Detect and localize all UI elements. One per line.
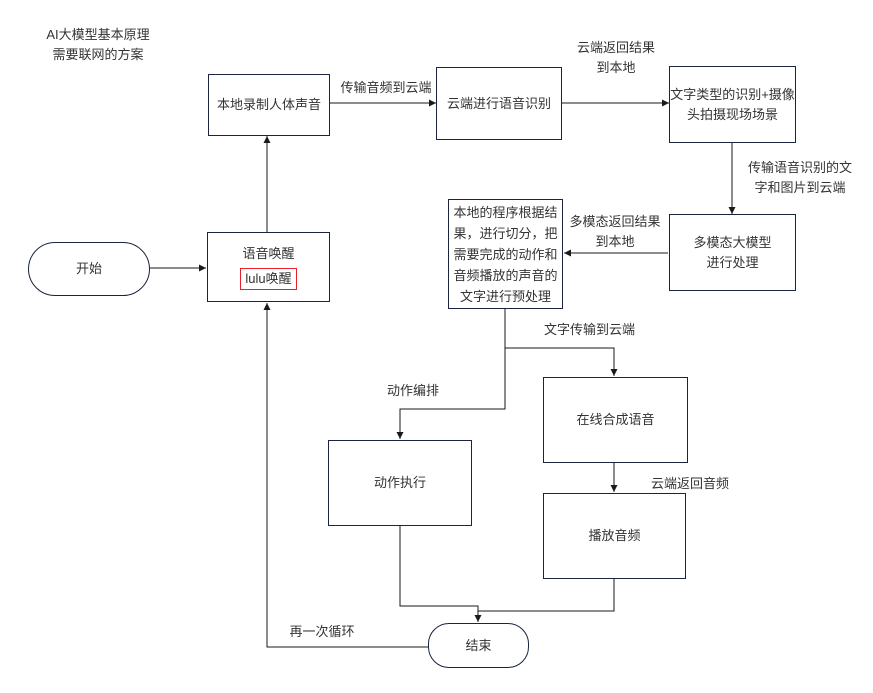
- node-text-recognition: 文字类型的识别+摄像头拍摄现场场景: [669, 66, 796, 143]
- edge-label-cloud-return-result: 云端返回结果 到本地: [576, 40, 655, 75]
- node-multimodal-model-label: 多模态大模型 进行处理: [693, 234, 772, 270]
- edge-label-text-to-cloud: 文字传输到云端: [543, 322, 635, 337]
- node-play-audio: 播放音频: [543, 493, 686, 579]
- node-end-label: 结束: [465, 637, 492, 653]
- node-play-audio-label: 播放音频: [588, 528, 641, 543]
- node-online-tts: 在线合成语音: [543, 377, 688, 463]
- diagram-title: AI大模型基本原理 需要联网的方案: [46, 27, 150, 62]
- node-action-exec-label: 动作执行: [373, 475, 426, 490]
- node-record-voice-label: 本地录制人体声音: [216, 97, 321, 112]
- edge-label-cloud-return-audio: 云端返回音频: [650, 476, 729, 491]
- node-online-tts-label: 在线合成语音: [576, 412, 655, 427]
- node-local-process-label: 本地的程序根据结果，进行切分，把需要完成的动作和音频播放的声音的文字进行预处理: [453, 204, 558, 304]
- node-voice-wake: 语音唤醒 lulu唤醒: [207, 232, 330, 302]
- node-voice-wake-label: 语音唤醒: [242, 246, 295, 261]
- node-multimodal-model: 多模态大模型 进行处理: [669, 214, 796, 291]
- node-text-recognition-label: 文字类型的识别+摄像头拍摄现场场景: [670, 86, 795, 122]
- node-cloud-asr-label: 云端进行语音识别: [446, 95, 551, 111]
- node-cloud-asr: 云端进行语音识别: [436, 67, 562, 140]
- edge-label-loop-again: 再一次循环: [289, 624, 355, 639]
- edge-label-multimodal-return: 多模态返回结果 到本地: [569, 214, 661, 249]
- edge-label-audio-to-cloud: 传输音频到云端: [340, 80, 432, 95]
- edge-label-send-text-image: 传输语音识别的文 字和图片到云端: [747, 160, 852, 195]
- node-voice-wake-sublabel-highlight: lulu唤醒: [240, 268, 297, 290]
- edge-label-action-orchestration: 动作编排: [386, 383, 439, 398]
- node-start: 开始: [28, 242, 150, 296]
- node-end: 结束: [428, 623, 529, 668]
- node-local-process: 本地的程序根据结果，进行切分，把需要完成的动作和音频播放的声音的文字进行预处理: [448, 199, 563, 309]
- node-start-label: 开始: [75, 261, 102, 276]
- node-action-exec: 动作执行: [328, 440, 472, 526]
- node-record-voice: 本地录制人体声音: [208, 74, 330, 136]
